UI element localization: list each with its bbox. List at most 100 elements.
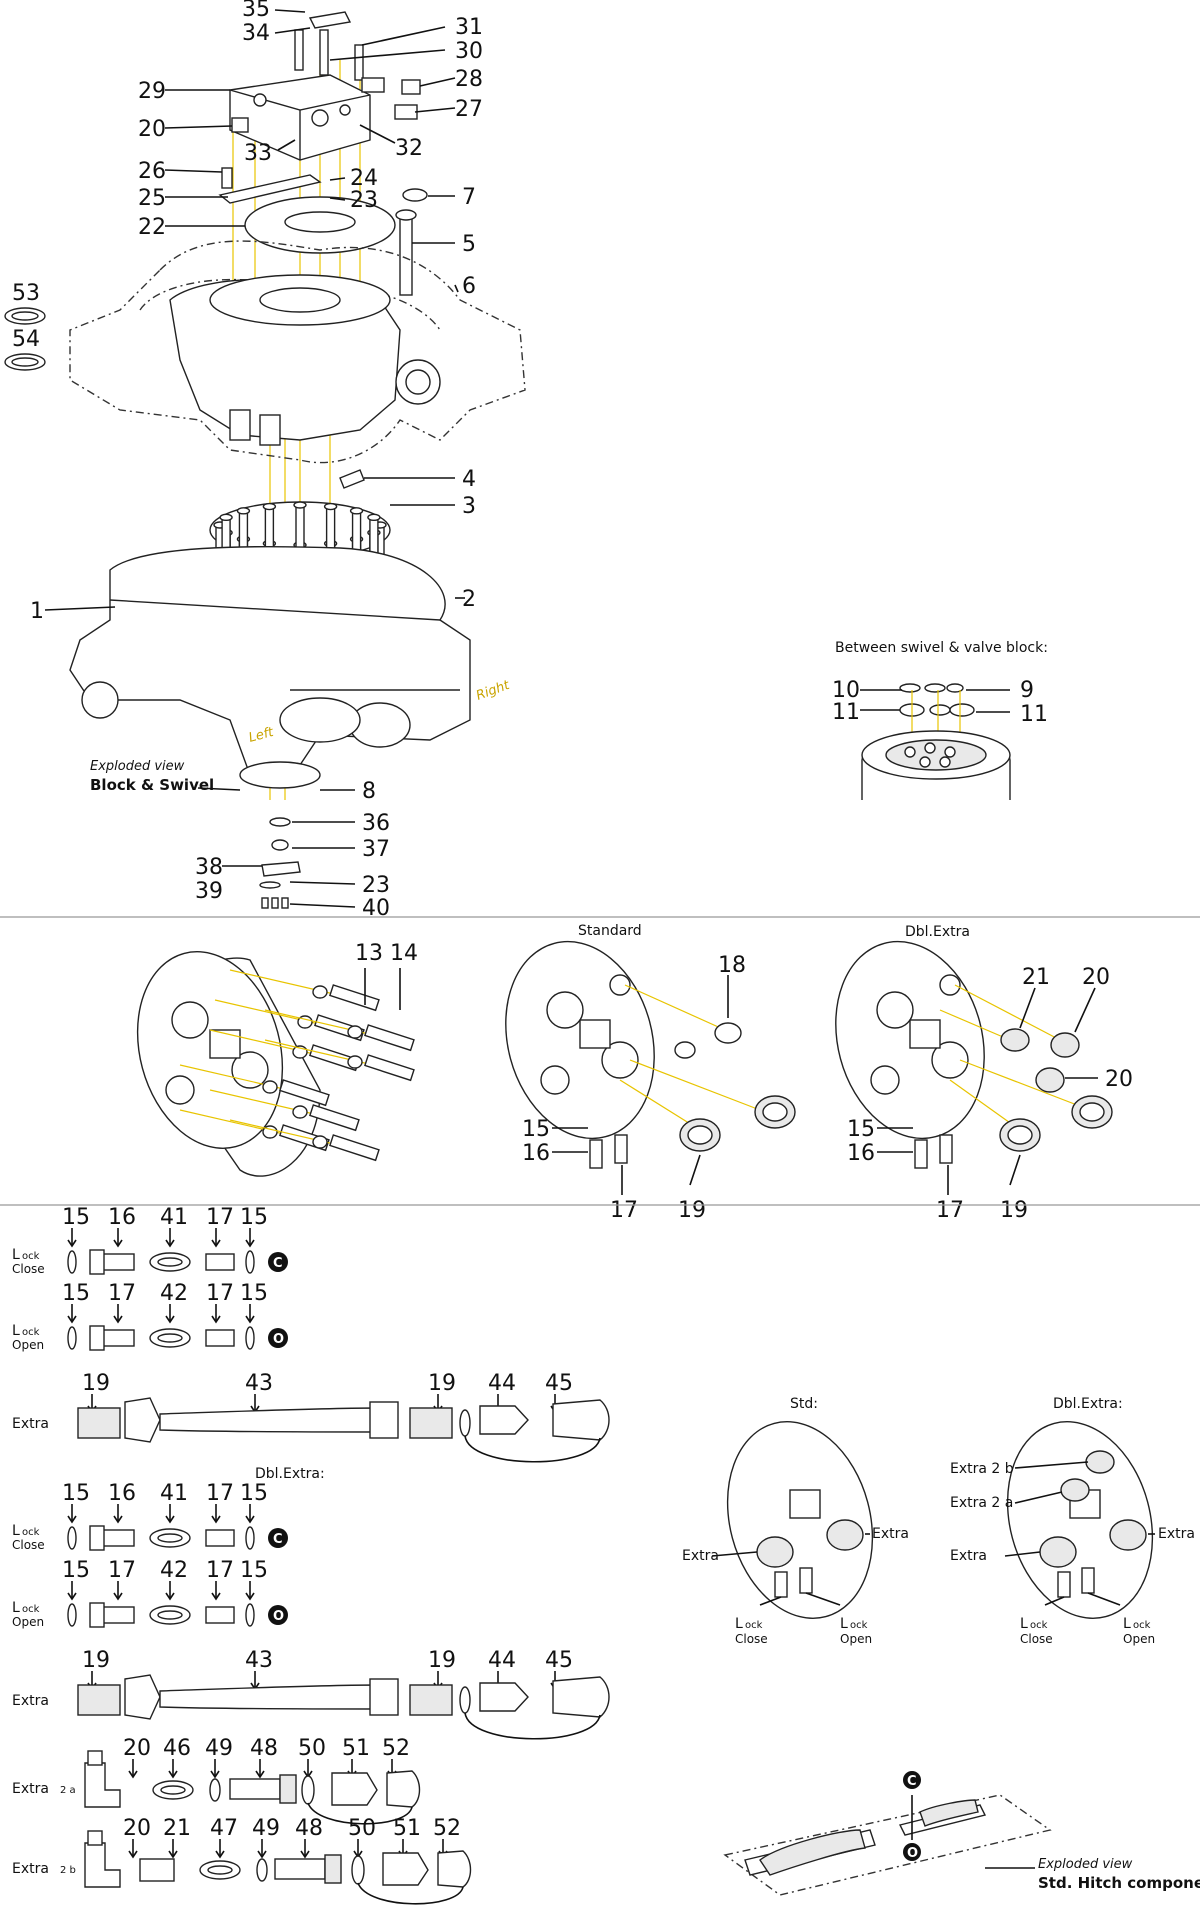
row-lock-ock: ock [22,1327,40,1338]
row-part-label: 49 [205,1736,233,1761]
label-20a: 20 [1082,965,1110,990]
label-37: 37 [362,837,390,862]
label-13: 13 [355,941,383,966]
row-extra: Extra [12,1693,49,1709]
hitch-badge-c: C [907,1774,917,1789]
hitch-components: C O Exploded view Std. Hitch components [723,1771,1200,1896]
label-21: 21 [1022,965,1050,990]
dbl-lock-close-ock: ock [1030,1620,1048,1631]
label-19-dbl: 19 [1000,1198,1028,1223]
row-part-label: 43 [245,1648,273,1673]
row-lock-l: L [12,1323,20,1339]
plate-standard: Standard 18 15 16 17 19 [505,923,796,1223]
label-30: 30 [455,39,483,64]
dbl-extra-right-caption: Dbl.Extra: [1053,1396,1123,1412]
bolt [279,1079,330,1107]
row-extra2a-suffix: 2 a [60,1785,76,1796]
row-part-label: 43 [245,1371,273,1396]
label-23b: 23 [362,873,390,898]
label-11b: 11 [1020,702,1048,727]
badge [268,1528,288,1548]
dbl-open: Open [1123,1632,1155,1646]
label-31: 31 [455,15,483,40]
label-2: 2 [462,587,476,612]
row-part-label: 17 [206,1281,234,1306]
label-15: 15 [522,1117,550,1142]
cage-bolt-head [293,501,307,509]
label-4: 4 [462,467,476,492]
cage-bolt-head [219,513,233,522]
exploded-view-caption: Exploded view [90,759,185,774]
std-lock-open-ock: ock [850,1620,868,1631]
std-extra-right: Extra [872,1526,909,1542]
row-part-label: 48 [250,1736,278,1761]
hitch-badge-o: O [907,1846,918,1861]
row-part-label: 41 [160,1481,188,1506]
seal-ring [347,1025,363,1039]
right-dbl: Dbl.Extra: Extra 2 b Extra 2 a Extra Ext… [950,1396,1195,1646]
std-caption: Std: [790,1396,818,1412]
row-part-label: 15 [240,1558,268,1583]
row-part-label: 51 [342,1736,370,1761]
row-close: Close [12,1538,45,1552]
label-19: 19 [678,1198,706,1223]
dbl-extra-rows-caption: Dbl.Extra: [255,1466,325,1482]
row-part-label: 15 [62,1481,90,1506]
badge-badge_o: O [273,1332,284,1347]
cage-bolt-head [349,507,364,515]
badge-badge_c: C [273,1532,283,1547]
cage-bolt-head [367,513,381,522]
label-28: 28 [455,67,483,92]
badge [268,1252,288,1272]
label-26: 26 [138,159,166,184]
label-8: 8 [362,779,376,804]
label-3: 3 [462,494,476,519]
row-part-label: 15 [62,1558,90,1583]
row-part-label: 17 [108,1281,136,1306]
bolt [309,1104,360,1132]
left-label: Left [247,725,276,746]
row-lock-ock: ock [22,1604,40,1615]
standard-caption: Standard [578,923,642,939]
cage-bolt-head [236,507,251,515]
row-extra2b-suffix: 2 b [60,1865,76,1876]
badge-badge_c: C [273,1256,283,1271]
row-part-label: 17 [206,1205,234,1230]
row-part-label: 17 [206,1481,234,1506]
row-part-label: 15 [240,1281,268,1306]
badge [268,1605,288,1625]
label-16-dbl: 16 [847,1141,875,1166]
row-part-label: 21 [163,1816,191,1841]
std-extra-left: Extra [682,1548,719,1564]
row-part-label: 19 [82,1371,110,1396]
row-part-label: 45 [545,1371,573,1396]
label-24: 24 [350,166,378,191]
std-lock-close-ock: ock [745,1620,763,1631]
label-25: 25 [138,186,166,211]
row-part-label: 15 [240,1481,268,1506]
row-part-label: 50 [298,1736,326,1761]
row-part-label: 19 [82,1648,110,1673]
label-29: 29 [138,79,166,104]
main-assembly [4,11,526,909]
row-part-label: 20 [123,1736,151,1761]
label-9: 9 [1020,678,1034,703]
row-part-label: 44 [488,1371,516,1396]
row-lock-l: L [12,1523,20,1539]
row-part-label: 17 [206,1558,234,1583]
exploded-view-2: Exploded view [1038,1857,1133,1872]
badge [268,1328,288,1348]
dbl-extra-right: Extra [1158,1526,1195,1542]
row-extra2a: Extra [12,1781,49,1797]
std-hitch-caption: Std. Hitch components [1038,1874,1200,1892]
std-close: Close [735,1632,768,1646]
seal-ring [312,1135,328,1149]
std-lock-open-l: L [840,1616,848,1632]
label-1: 1 [30,599,44,624]
label-36: 36 [362,811,390,836]
row-part-label: 16 [108,1481,136,1506]
row-part-label: 49 [252,1816,280,1841]
row-part-label: 15 [62,1281,90,1306]
label-17-dbl: 17 [936,1198,964,1223]
